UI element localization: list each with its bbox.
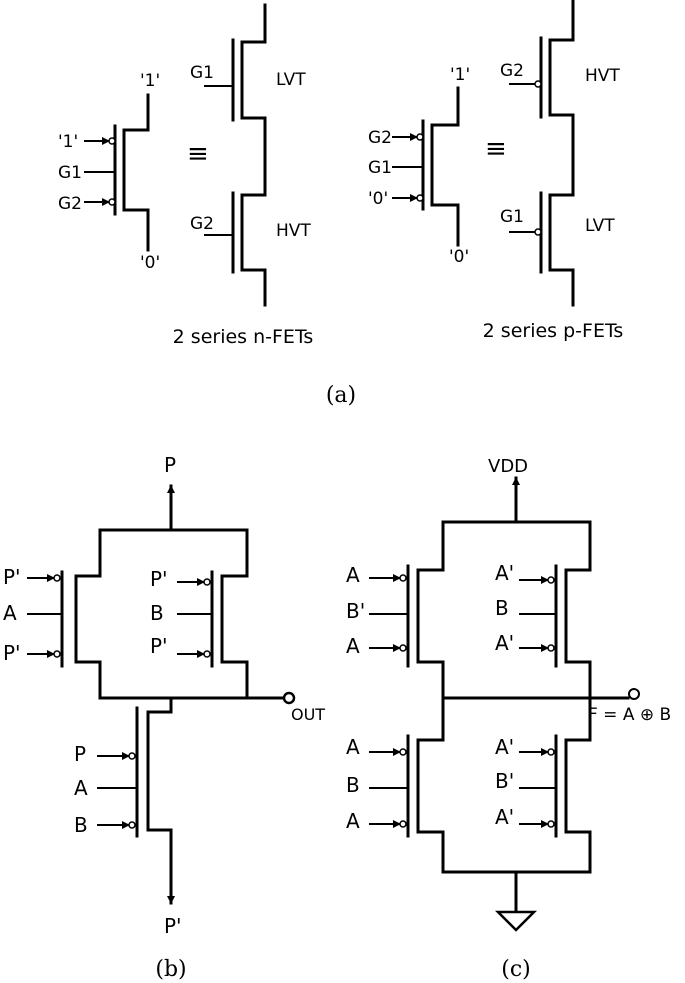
panel-a-right-bottom-gate: G1 xyxy=(500,207,524,227)
panel-b-right-input-label-2: B xyxy=(150,601,164,625)
panel-a-left-series-nfets xyxy=(204,3,267,307)
panel-b-right-input-label-1: P' xyxy=(150,567,168,591)
panel-c-upper-right-label-1: A' xyxy=(495,561,514,585)
panel-b-bottom-input-label-3: B xyxy=(74,813,88,837)
panel-a-left-caption: 2 series n-FETs xyxy=(173,326,314,348)
panel-c-top-node: VDD xyxy=(488,456,528,477)
panel-a-left-input-3 xyxy=(84,198,116,206)
panel-c-output-label: F = A ⊕ B xyxy=(588,705,671,725)
panel-a-left-top-type: LVT xyxy=(276,70,306,90)
panel-a-left-top-gate: G1 xyxy=(190,63,214,83)
panel-c-lower-right-label-2: B' xyxy=(495,769,514,793)
panel-a-left-bottom-gate: G2 xyxy=(190,214,214,234)
panel-b-circuit xyxy=(27,484,296,905)
panel-a-right-bottom-type: LVT xyxy=(585,216,615,236)
panel-b-top-node: P xyxy=(164,453,176,477)
panel-c-circuit xyxy=(369,476,640,932)
panel-a-right-input-label-2: G1 xyxy=(368,158,392,178)
panel-b-output-label: OUT xyxy=(291,705,325,724)
panel-a-label: (a) xyxy=(326,383,356,408)
panel-a-right-top-type: HVT xyxy=(585,66,620,86)
panel-b-bottom-node: P' xyxy=(164,914,182,938)
panel-b-left-input-label-1: P' xyxy=(3,565,21,589)
panel-a-left-input-label-1: '1' xyxy=(58,132,78,152)
panel-b-label: (b) xyxy=(155,957,186,982)
panel-b-left-input-label-2: A xyxy=(3,601,17,625)
panel-a-right-input-3 xyxy=(392,194,424,202)
panel-a-right-series-pfets xyxy=(509,0,575,307)
panel-c-lower-right-label-3: A' xyxy=(495,805,514,829)
panel-a-left-bottom-node: '0' xyxy=(140,253,160,273)
panel-c-upper-right-label-3: A' xyxy=(495,631,514,655)
panel-c-upper-left-label-1: A xyxy=(346,563,360,587)
panel-a-right-input-label-3: '0' xyxy=(368,189,388,209)
panel-c-lower-left-label-3: A xyxy=(346,809,360,833)
panel-a-right-equiv: ≡ xyxy=(485,134,507,164)
panel-c-lower-left-label-1: A xyxy=(346,735,360,759)
panel-c-lower-right-label-1: A' xyxy=(495,735,514,759)
panel-a-right-top-gate: G2 xyxy=(500,61,524,81)
panel-a-left-equiv: ≡ xyxy=(187,139,209,169)
panel-c-upper-right-label-2: B xyxy=(495,596,509,620)
panel-c-lower-left-label-2: B xyxy=(346,773,360,797)
panel-a-left-input-label-3: G2 xyxy=(58,194,82,214)
panel-a-right-pgfet-device xyxy=(392,86,460,247)
panel-a-left-input-1 xyxy=(84,137,116,145)
panel-c-label: (c) xyxy=(501,957,531,982)
panel-c-upper-left-label-2: B' xyxy=(346,599,365,623)
panel-a-right-input-label-1: G2 xyxy=(368,128,392,148)
panel-a-right-input-1 xyxy=(392,133,424,141)
panel-a-left-ngfet-device xyxy=(84,93,150,252)
panel-a-left-bottom-type: HVT xyxy=(276,221,311,241)
panel-a-right-top-node: '1' xyxy=(450,65,470,85)
panel-b-bottom-input-label-1: P xyxy=(74,742,86,766)
panel-a-left-input-label-2: G1 xyxy=(58,163,82,183)
panel-a-right-bottom-node: '0' xyxy=(449,247,469,267)
panel-a-left-top-node: '1' xyxy=(140,71,160,91)
panel-b-bottom-input-label-2: A xyxy=(74,776,88,800)
panel-b-left-input-label-3: P' xyxy=(3,641,21,665)
panel-c-upper-left-label-3: A xyxy=(346,634,360,658)
panel-b-right-input-label-3: P' xyxy=(150,634,168,658)
panel-a-right-caption: 2 series p-FETs xyxy=(483,320,624,342)
